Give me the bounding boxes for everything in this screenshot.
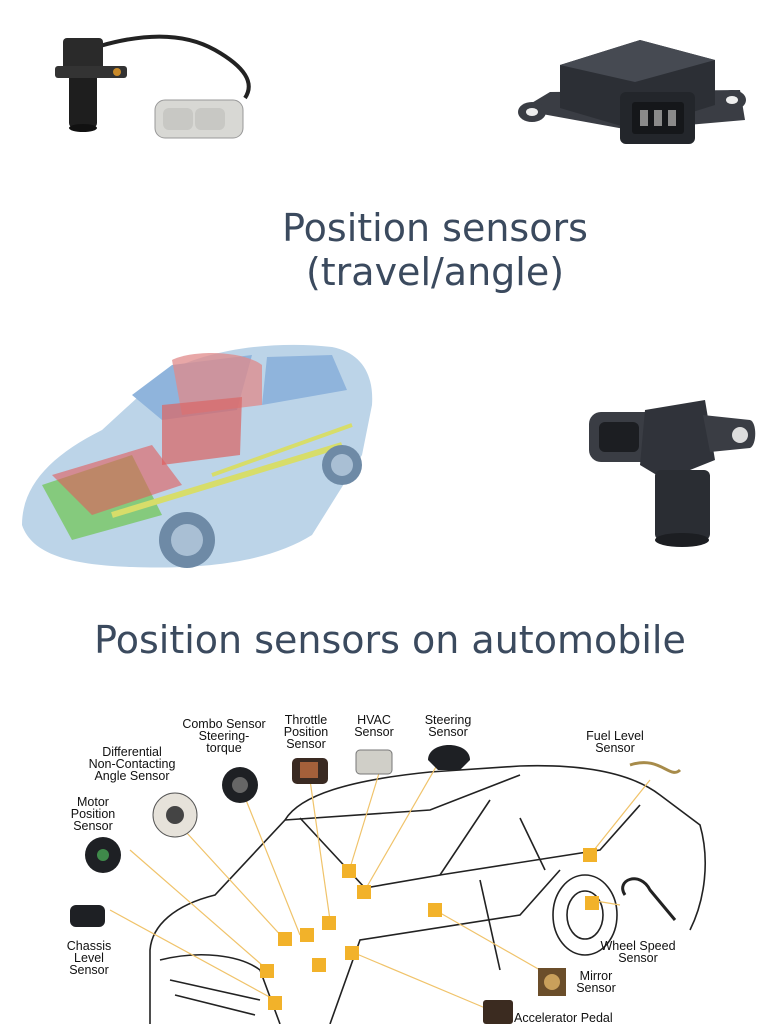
sensor-marker	[345, 946, 359, 960]
sensor-marker	[357, 885, 371, 899]
top-title-line2: (travel/angle)	[305, 250, 565, 294]
sensor-marker	[428, 903, 442, 917]
sensor-marker	[300, 928, 314, 942]
top-title-line1: Position sensors	[282, 206, 588, 250]
sensor-marker	[322, 916, 336, 930]
sensor-marker	[260, 964, 274, 978]
sensor-marker	[268, 996, 282, 1010]
label-hvac: HVAC Sensor	[354, 713, 394, 739]
sensor-marker	[342, 864, 356, 878]
sensor-marker	[585, 896, 599, 910]
sensor-marker	[312, 958, 326, 972]
camshaft-sensor-icon	[589, 400, 756, 547]
map-sensor-icon	[518, 40, 746, 144]
car-outline-icon	[70, 745, 706, 1024]
label-combo-sensor: Combo Sensor Steering- torque	[182, 717, 266, 755]
sensor-marker	[278, 932, 292, 946]
label-chassis-level: Chassis Level Sensor	[66, 939, 112, 977]
label-mirror: Mirror Sensor	[576, 969, 616, 995]
label-steering: Steering Sensor	[424, 713, 472, 739]
bottom-title: Position sensors on automobile	[94, 618, 686, 662]
label-differential: Differential Non-Contacting Angle Sensor	[88, 745, 176, 783]
top-title: Position sensors (travel/angle)	[250, 206, 620, 294]
sensor-marker	[583, 848, 597, 862]
label-wheel-speed: Wheel Speed Sensor	[600, 939, 676, 965]
label-throttle-position: Throttle Position Sensor	[283, 713, 329, 751]
car-xray-icon	[22, 344, 373, 568]
label-accelerator-pedal: Accelerator Pedal	[514, 1011, 613, 1025]
label-fuel-level: Fuel Level Sensor	[586, 729, 644, 755]
crankshaft-sensor-icon	[55, 34, 251, 139]
label-motor-position: Motor Position Sensor	[70, 795, 116, 833]
